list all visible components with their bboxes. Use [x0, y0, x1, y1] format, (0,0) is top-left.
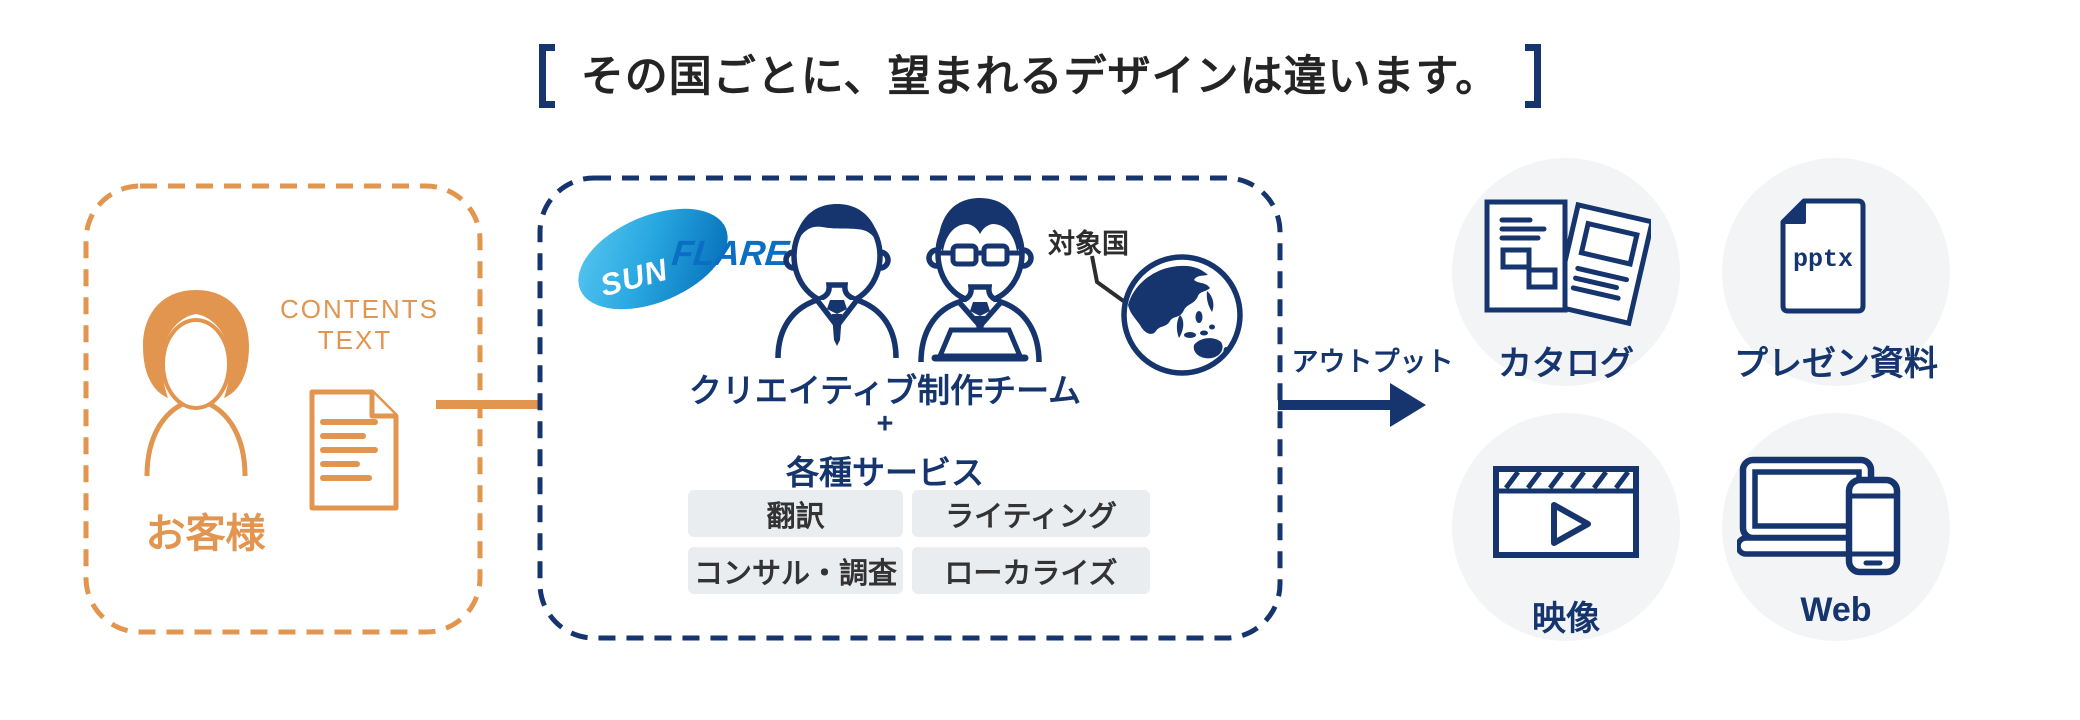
output-arrow-label: アウトプット	[1291, 347, 1454, 377]
laptop-phone-icon	[1737, 456, 1901, 576]
left-bracket-icon	[538, 44, 555, 108]
customer-icon	[143, 290, 249, 476]
output-presentation: pptx プレゼン資料	[1722, 158, 1950, 386]
contents-text-line1: CONTENTS	[280, 294, 439, 324]
customer-box-border	[83, 183, 483, 635]
target-country-leader-line	[1090, 255, 1131, 307]
service-chip-translation: 翻訳	[688, 490, 903, 537]
contents-text-line2: TEXT	[317, 325, 393, 355]
page-title: その国ごとに、望まれるデザインは違います。	[0, 44, 2080, 110]
team-member-icon	[775, 204, 899, 358]
service-chip-writing: ライティング	[912, 490, 1150, 537]
output-catalog: カタログ	[1452, 158, 1680, 386]
video-player-icon	[1493, 466, 1639, 558]
globe-icon	[1121, 254, 1243, 376]
target-country-label: 対象国	[1048, 229, 1129, 259]
service-chips: 翻訳 ライティング コンサル・調査 ローカライズ	[688, 490, 1150, 594]
service-chip-localization: ローカライズ	[912, 547, 1150, 594]
contents-text-label: CONTENTS TEXT	[280, 294, 439, 356]
team-heading-line1: クリエイティブ制作チーム	[688, 372, 1082, 409]
customer-label: お客様	[145, 512, 266, 556]
customer-to-team-connector	[436, 400, 538, 409]
team-heading-line2: 各種サービス	[786, 454, 984, 491]
document-icon	[309, 389, 399, 511]
arrow-right-icon	[1278, 383, 1426, 427]
service-chip-consulting: コンサル・調査	[688, 547, 903, 594]
page-title-text: その国ごとに、望まれるデザインは違います。	[580, 53, 1500, 101]
pptx-file-icon	[1780, 198, 1866, 314]
output-presentation-label: プレゼン資料	[1734, 345, 1938, 383]
output-video-label: 映像	[1532, 600, 1600, 638]
output-catalog-label: カタログ	[1498, 345, 1634, 383]
team-heading-plus: +	[876, 408, 894, 440]
team-box-border	[537, 175, 1283, 641]
output-web-label: Web	[1800, 591, 1872, 629]
team-member-glasses-icon	[918, 198, 1042, 362]
output-video: 映像	[1452, 413, 1680, 641]
pptx-file-type-text: pptx	[1792, 244, 1853, 274]
right-bracket-icon	[1525, 44, 1542, 108]
output-web: Web	[1722, 413, 1950, 641]
catalog-icon	[1484, 199, 1651, 327]
